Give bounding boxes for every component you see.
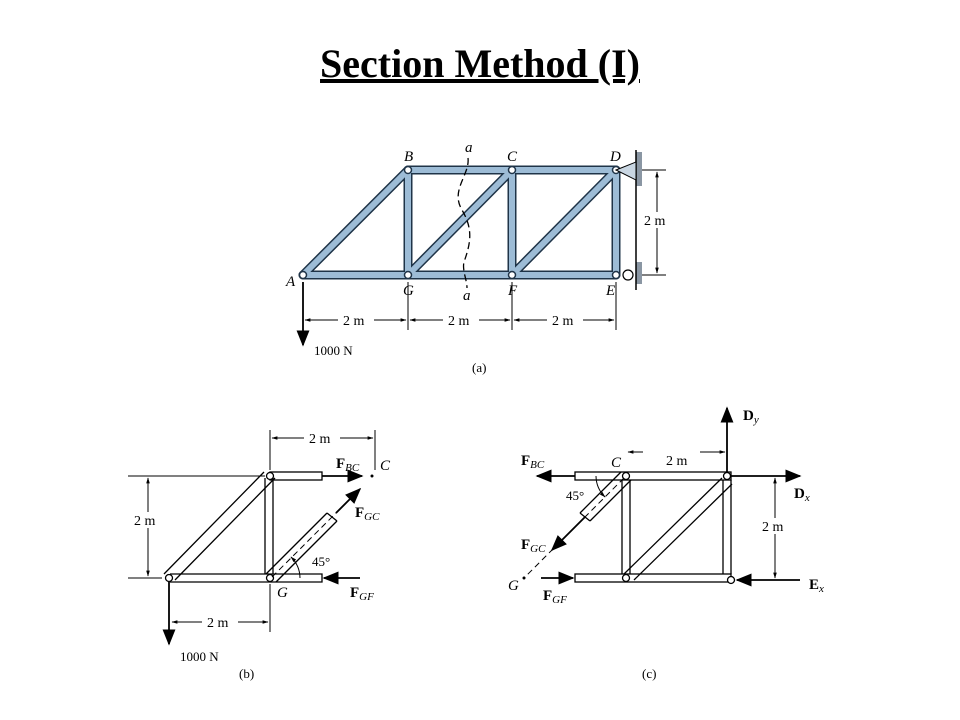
force-label-dy: Dy [743,408,759,426]
dim-label-a3: 2 m [552,314,574,329]
dim-label-c-right: 2 m [762,520,784,535]
wall-support [614,150,642,290]
load-label-b: 1000 N [180,649,219,664]
node-label-b: B [404,149,413,165]
force-label-fbc-b: FBC [336,456,360,474]
truss-b-members [163,471,338,583]
node-label-c-b: C [380,458,391,474]
caption-b: (b) [239,666,254,681]
section-line-a-a [457,157,471,289]
truss-a-joints [298,165,621,280]
figure-c: 45° FBC FGC FGF Dy Dx Ex C G 2 m 2 m (c) [508,406,824,681]
dim-label-b-bottom: 2 m [207,616,229,631]
dim-label-c-top: 2 m [666,454,688,469]
force-label-fgf-b: FGF [350,585,374,603]
force-arrow-fgc-b [335,487,362,514]
truss-b-joints [164,471,275,583]
dimension-lines-c [627,450,790,581]
dim-label-b-top: 2 m [309,432,331,447]
caption-a: (a) [472,360,486,375]
load-label-a: 1000 N [314,343,353,358]
angle-label-c: 45° [566,488,584,503]
figure-b: 45° FBC FGC FGF C G 2 m 2 m 2 m 1000 N (… [128,430,391,681]
force-label-dx: Dx [794,486,810,504]
angle-label-b: 45° [312,554,330,569]
node-label-c-c: C [611,455,622,471]
dim-label-a2: 2 m [448,314,470,329]
truss-a-members [298,165,621,280]
force-label-ex: Ex [809,577,824,595]
dim-label-b-left: 2 m [134,514,156,529]
force-label-fbc-c: FBC [521,453,545,471]
node-label-g-c: G [508,578,519,594]
figure-a: A B C D G F E a a 2 m 2 m 2 m 2 m [285,140,673,375]
force-arrow-fgc-c [550,516,586,552]
page-title: Section Method (I) [320,41,640,86]
section-label-bottom: a [463,288,471,304]
node-label-c: C [507,149,518,165]
height-label-a: 2 m [644,214,666,229]
force-label-fgc-b: FGC [355,505,380,523]
dim-label-a1: 2 m [343,314,365,329]
section-label-top: a [465,140,473,156]
node-label-g-b: G [277,585,288,601]
force-label-fgc-c: FGC [521,537,546,555]
caption-c: (c) [642,666,656,681]
node-label-e: E [605,283,615,299]
truss-c-joints [621,471,736,585]
node-label-d: D [609,149,621,165]
node-label-a: A [285,274,296,290]
force-label-fgf-c: FGF [543,588,567,606]
